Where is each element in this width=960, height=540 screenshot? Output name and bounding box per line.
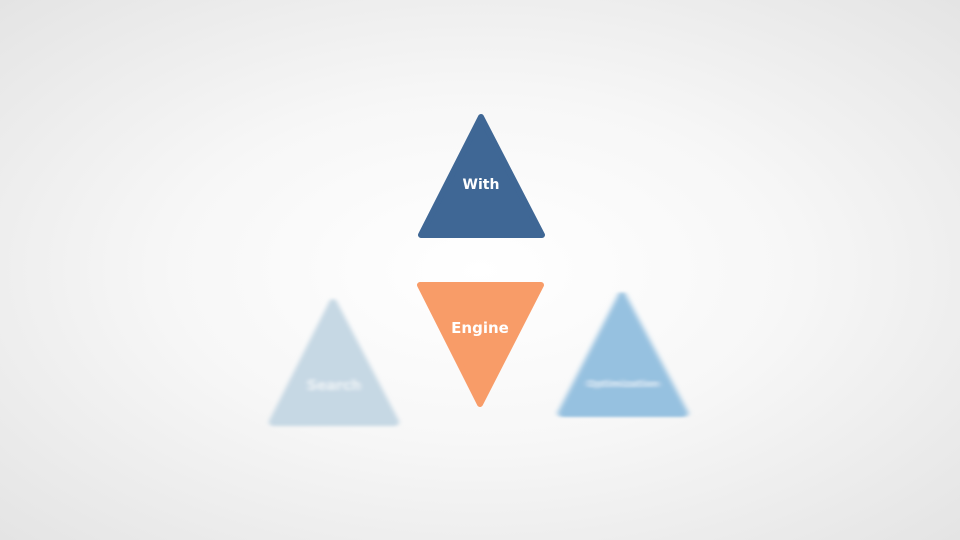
label-search: Search (307, 378, 361, 394)
triangle-right-optimization: Optimization (558, 292, 688, 417)
triangle-top-with: With (418, 114, 545, 238)
triangle-center-engine: Engine (417, 282, 544, 407)
label-with: With (463, 177, 500, 193)
label-engine: Engine (451, 319, 509, 337)
triangle-left-search: Search (269, 299, 399, 426)
label-optimization: Optimization (587, 379, 659, 390)
